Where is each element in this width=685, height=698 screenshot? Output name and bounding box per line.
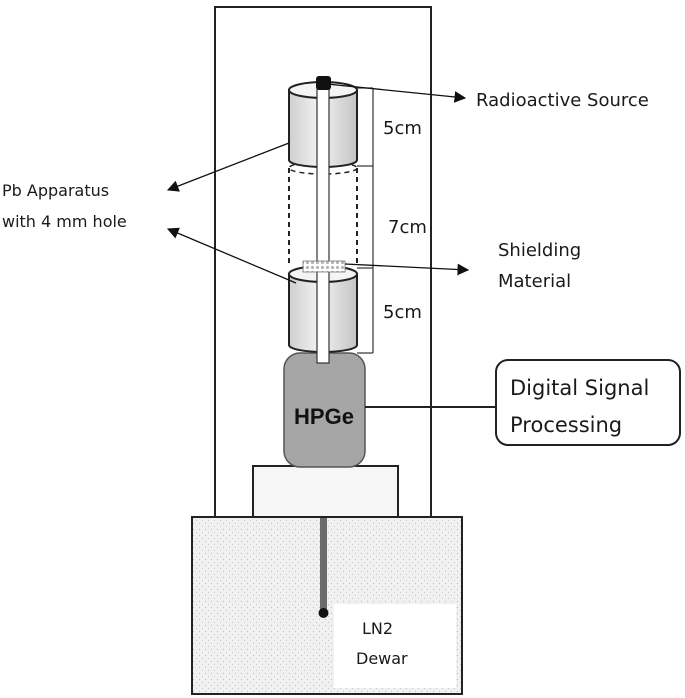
- dim-top-label: 5cm: [383, 118, 422, 139]
- dewar-label-line1: LN2: [362, 619, 393, 638]
- cold-finger-tip: [318, 608, 329, 618]
- dewar-label-box: [334, 604, 456, 688]
- detector-base: [252, 465, 399, 518]
- dsp-label-line1: Digital Signal: [510, 376, 649, 400]
- pb-label-line1: Pb Apparatus: [2, 181, 109, 200]
- collimator-hole: [316, 85, 330, 364]
- pb-label-line2: with 4 mm hole: [2, 212, 127, 231]
- radioactive-source: [316, 76, 331, 90]
- pb-arrow-top: [166, 142, 290, 192]
- cold-finger-rod: [320, 517, 327, 613]
- source-arrow: [326, 83, 467, 103]
- shield-label-line2: Material: [498, 271, 571, 292]
- dsp-box: [495, 359, 681, 446]
- shield-arrow: [344, 263, 470, 276]
- source-label: Radioactive Source: [476, 90, 649, 111]
- hpge-label: HPGe: [294, 404, 354, 429]
- dashed-ring-top: [288, 161, 358, 175]
- dim-mid-label: 7cm: [388, 217, 427, 238]
- dim-bottom-label: 5cm: [383, 302, 422, 323]
- shielding-material: [302, 260, 346, 273]
- pb-arrow-bottom: [166, 227, 297, 284]
- dewar-label-line2: Dewar: [356, 649, 408, 668]
- dsp-label-line2: Processing: [510, 413, 622, 437]
- shield-label-line1: Shielding: [498, 240, 581, 261]
